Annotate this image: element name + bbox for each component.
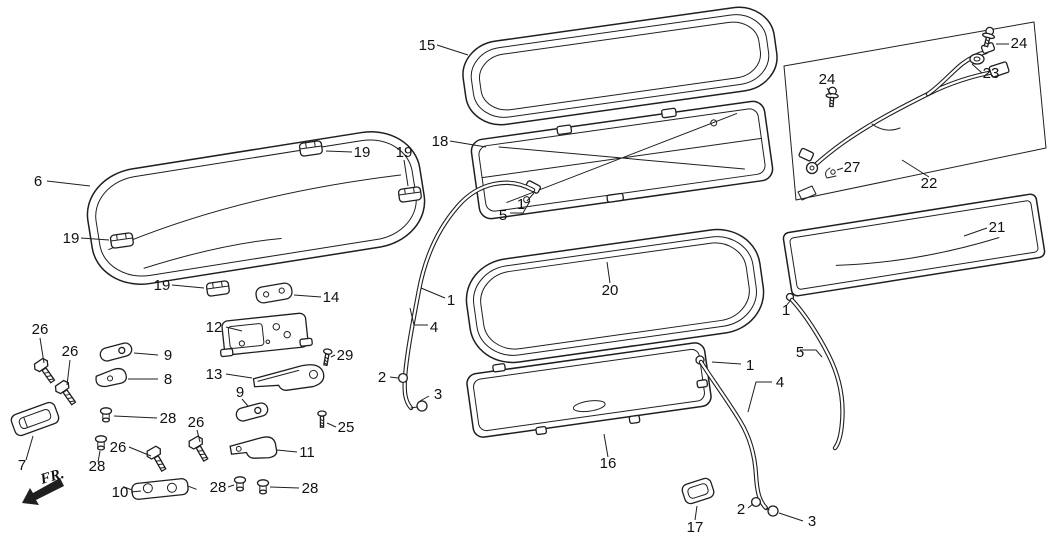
- callout-19-d: 19: [154, 277, 171, 294]
- callout-9-a: 9: [164, 347, 172, 364]
- callout-12: 12: [206, 319, 223, 336]
- callout-25: 25: [338, 419, 355, 436]
- harness-detail-box: [783, 21, 1047, 201]
- part-10-bracket: [123, 478, 197, 500]
- callout-29: 29: [337, 347, 354, 364]
- callout-26-c: 26: [188, 414, 205, 431]
- part-19-clip-3: [109, 231, 135, 250]
- callout-11: 11: [299, 444, 315, 461]
- part-28-stud-4: [256, 479, 270, 495]
- callout-10: 10: [112, 484, 129, 501]
- part-20-roof-seal-ring: [465, 228, 765, 364]
- part-28-stud-1: [99, 407, 113, 423]
- callout-26-d: 26: [110, 439, 127, 456]
- callout-5-a: 5: [499, 207, 507, 224]
- callout-21: 21: [989, 219, 1006, 236]
- part-9-plate-1: [98, 340, 134, 364]
- part-17-grommet: [681, 477, 715, 505]
- callout-13: 13: [206, 366, 223, 383]
- callout-15: 15: [419, 37, 436, 54]
- part-29-screw: [320, 347, 334, 367]
- part-3-tube-clip-right: [765, 505, 779, 517]
- part-26-bolt-4: [144, 444, 171, 475]
- part-7-anchor-bracket: [10, 401, 60, 437]
- callout-5-b: 5: [796, 344, 804, 361]
- part-26-bolt-2: [52, 378, 81, 409]
- callout-8: 8: [164, 371, 172, 388]
- callout-28-d: 28: [302, 480, 319, 497]
- part-14-plate: [255, 282, 293, 304]
- leader-lines: [25, 43, 1009, 522]
- part-11-bracket: [229, 436, 278, 459]
- part-6-deflector-panel: [86, 131, 426, 285]
- callout-16: 16: [600, 455, 617, 472]
- callout-9-b: 9: [236, 384, 244, 401]
- callout-3-a: 3: [434, 386, 442, 403]
- callout-1-d: 1: [782, 302, 790, 319]
- callout-4-b: 4: [776, 374, 784, 391]
- callout-23: 23: [983, 65, 1000, 82]
- part-2-tube-ring-right: [750, 496, 762, 508]
- callout-2-a: 2: [378, 369, 386, 386]
- fr-direction-indicator: FR.: [22, 466, 66, 505]
- callout-19-a: 19: [354, 144, 371, 161]
- part-19-clip-1: [298, 139, 324, 158]
- part-15-glass-seal-ring: [462, 6, 778, 126]
- part-13-handle-bracket: [252, 364, 325, 391]
- callout-28-b: 28: [89, 458, 106, 475]
- part-22-wire-harness: [797, 42, 1010, 201]
- callout-1-b: 1: [447, 292, 455, 309]
- callout-18: 18: [432, 133, 449, 150]
- part-28-stud-2: [94, 435, 108, 451]
- callout-28-a: 28: [160, 410, 177, 427]
- drain-tube-far-right: [785, 292, 845, 451]
- callout-4-a: 4: [430, 319, 438, 336]
- callout-1-c: 1: [746, 357, 754, 374]
- part-26-bolt-1: [31, 356, 60, 387]
- part-24-screw-left: [824, 86, 840, 108]
- part-12-latch-assembly: [219, 312, 313, 358]
- callout-28-c: 28: [210, 479, 227, 496]
- callout-24-a: 24: [1011, 35, 1028, 52]
- part-3-tube-clip-left: [410, 400, 428, 412]
- part-19-clip-2: [397, 185, 423, 204]
- callout-19-c: 19: [63, 230, 80, 247]
- fr-arrow-icon: [22, 478, 64, 505]
- callout-19-b: 19: [396, 144, 413, 161]
- part-21-shade-board: [782, 193, 1046, 297]
- callout-22: 22: [921, 175, 938, 192]
- callout-3-b: 3: [808, 513, 816, 530]
- callout-2-b: 2: [737, 501, 745, 518]
- part-27-clip: [825, 167, 837, 179]
- fr-label: FR.: [38, 466, 66, 488]
- part-28-stud-3: [233, 476, 247, 492]
- callout-6: 6: [34, 173, 42, 190]
- part-2-tube-ring-left: [397, 372, 409, 384]
- callout-26-a: 26: [32, 321, 49, 338]
- drain-tube-left: [397, 180, 542, 412]
- callout-7: 7: [18, 457, 26, 474]
- part-18-sunroof-frame: [470, 100, 774, 220]
- callout-1-a: 1: [517, 196, 525, 213]
- callout-27: 27: [844, 159, 861, 176]
- part-23-grommet: [969, 53, 985, 65]
- callout-26-b: 26: [62, 343, 79, 360]
- callout-17: 17: [687, 519, 704, 536]
- drain-tube-right: [695, 355, 779, 517]
- callout-labels: 15 18 19 19 6 19 19 14 12 29 9 8 26 26 1…: [18, 35, 1028, 536]
- part-19-clip-4: [205, 279, 231, 298]
- callout-20: 20: [602, 282, 619, 299]
- part-9-plate-2: [234, 400, 270, 424]
- callout-14: 14: [323, 289, 340, 306]
- callout-24-b: 24: [819, 71, 836, 88]
- part-25-screw: [317, 410, 327, 428]
- part-8-clamp: [95, 367, 127, 388]
